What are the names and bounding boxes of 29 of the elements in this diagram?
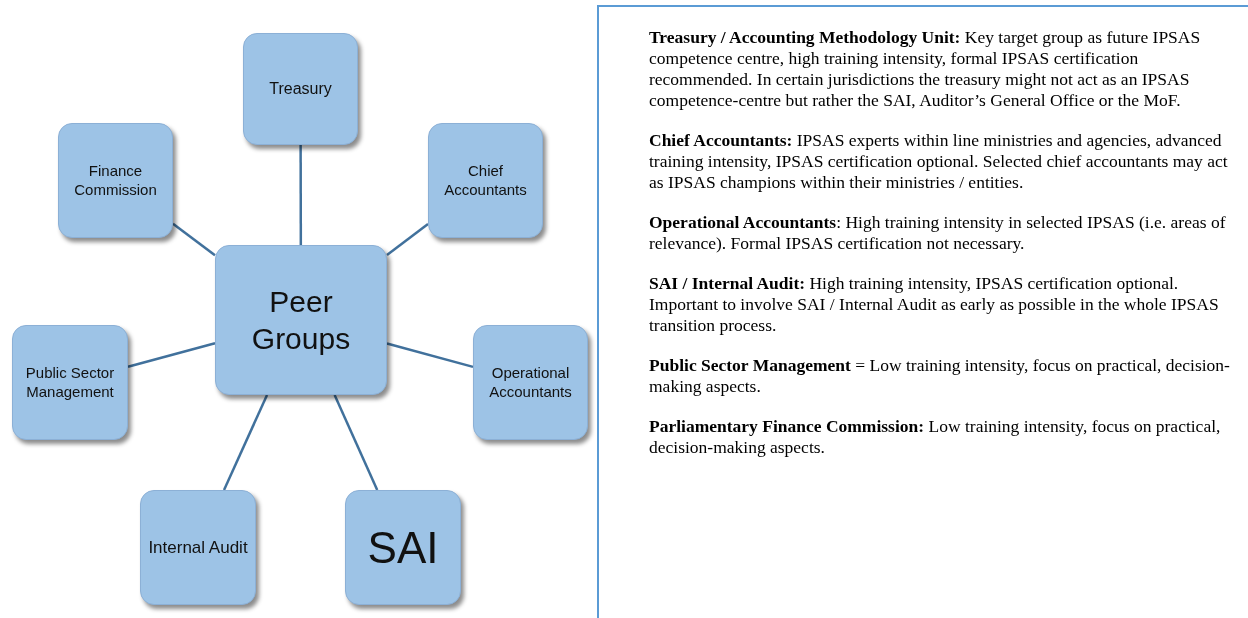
description-paragraph: Public Sector Management = Low training intensity, focus on practical, decision-making aspects. — [649, 355, 1231, 397]
connector-line — [299, 145, 303, 245]
description-paragraph: Parliamentary Finance Commission: Low training intensity, focus on practical, decision-making aspects. — [649, 416, 1222, 458]
connector-line — [333, 394, 379, 491]
rounded-box — [140, 490, 256, 605]
node-label: Public Sector Management — [24, 363, 116, 402]
rounded-box — [12, 325, 128, 440]
connector-line — [386, 342, 474, 369]
rounded-box — [58, 123, 173, 238]
node-label: Internal Audit — [148, 536, 248, 559]
rounded-box — [243, 33, 358, 145]
connector-line — [222, 394, 269, 491]
rounded-box — [215, 245, 387, 395]
rounded-box — [345, 490, 461, 605]
description-paragraph: SAI / Internal Audit: High training intensity, IPSAS certification optional. Important to involve SAI / Internal Audit as early as possible in the whole IPSAS transition process. — [649, 273, 1220, 336]
node-label: Treasury — [269, 79, 332, 99]
node-label: Operational Accountants — [488, 363, 573, 402]
node-label: Finance Commission — [73, 161, 158, 200]
rounded-box — [428, 123, 543, 238]
connector-line — [127, 342, 216, 368]
description-paragraph: Operational Accountants: High training intensity in selected IPSAS (i.e. areas of relevance). Formal IPSAS certification not necessary. — [649, 212, 1227, 254]
node-label: Chief Accountants — [443, 161, 528, 200]
connector-line — [386, 223, 429, 256]
node-label: SAI — [367, 522, 439, 574]
description-paragraph: Chief Accountants: IPSAS experts within line ministries and agencies, advanced training intensity, IPSAS certification optional. Selected chief accountants may act as IPSAS champions within their ministries / entities. — [649, 130, 1229, 193]
description-paragraph: Treasury / Accounting Methodology Unit: Key target group as future IPSAS competence centre, high training intensity, formal IPSAS certification recommended. In certain jurisdictions the treasury might not act as an IPSAS competence-centre but rather the SAI, Auditor’s General Office or the MoF. — [649, 27, 1202, 111]
connector-line — [172, 222, 216, 257]
rounded-box — [473, 325, 588, 440]
node-label: Peer Groups — [250, 283, 352, 357]
